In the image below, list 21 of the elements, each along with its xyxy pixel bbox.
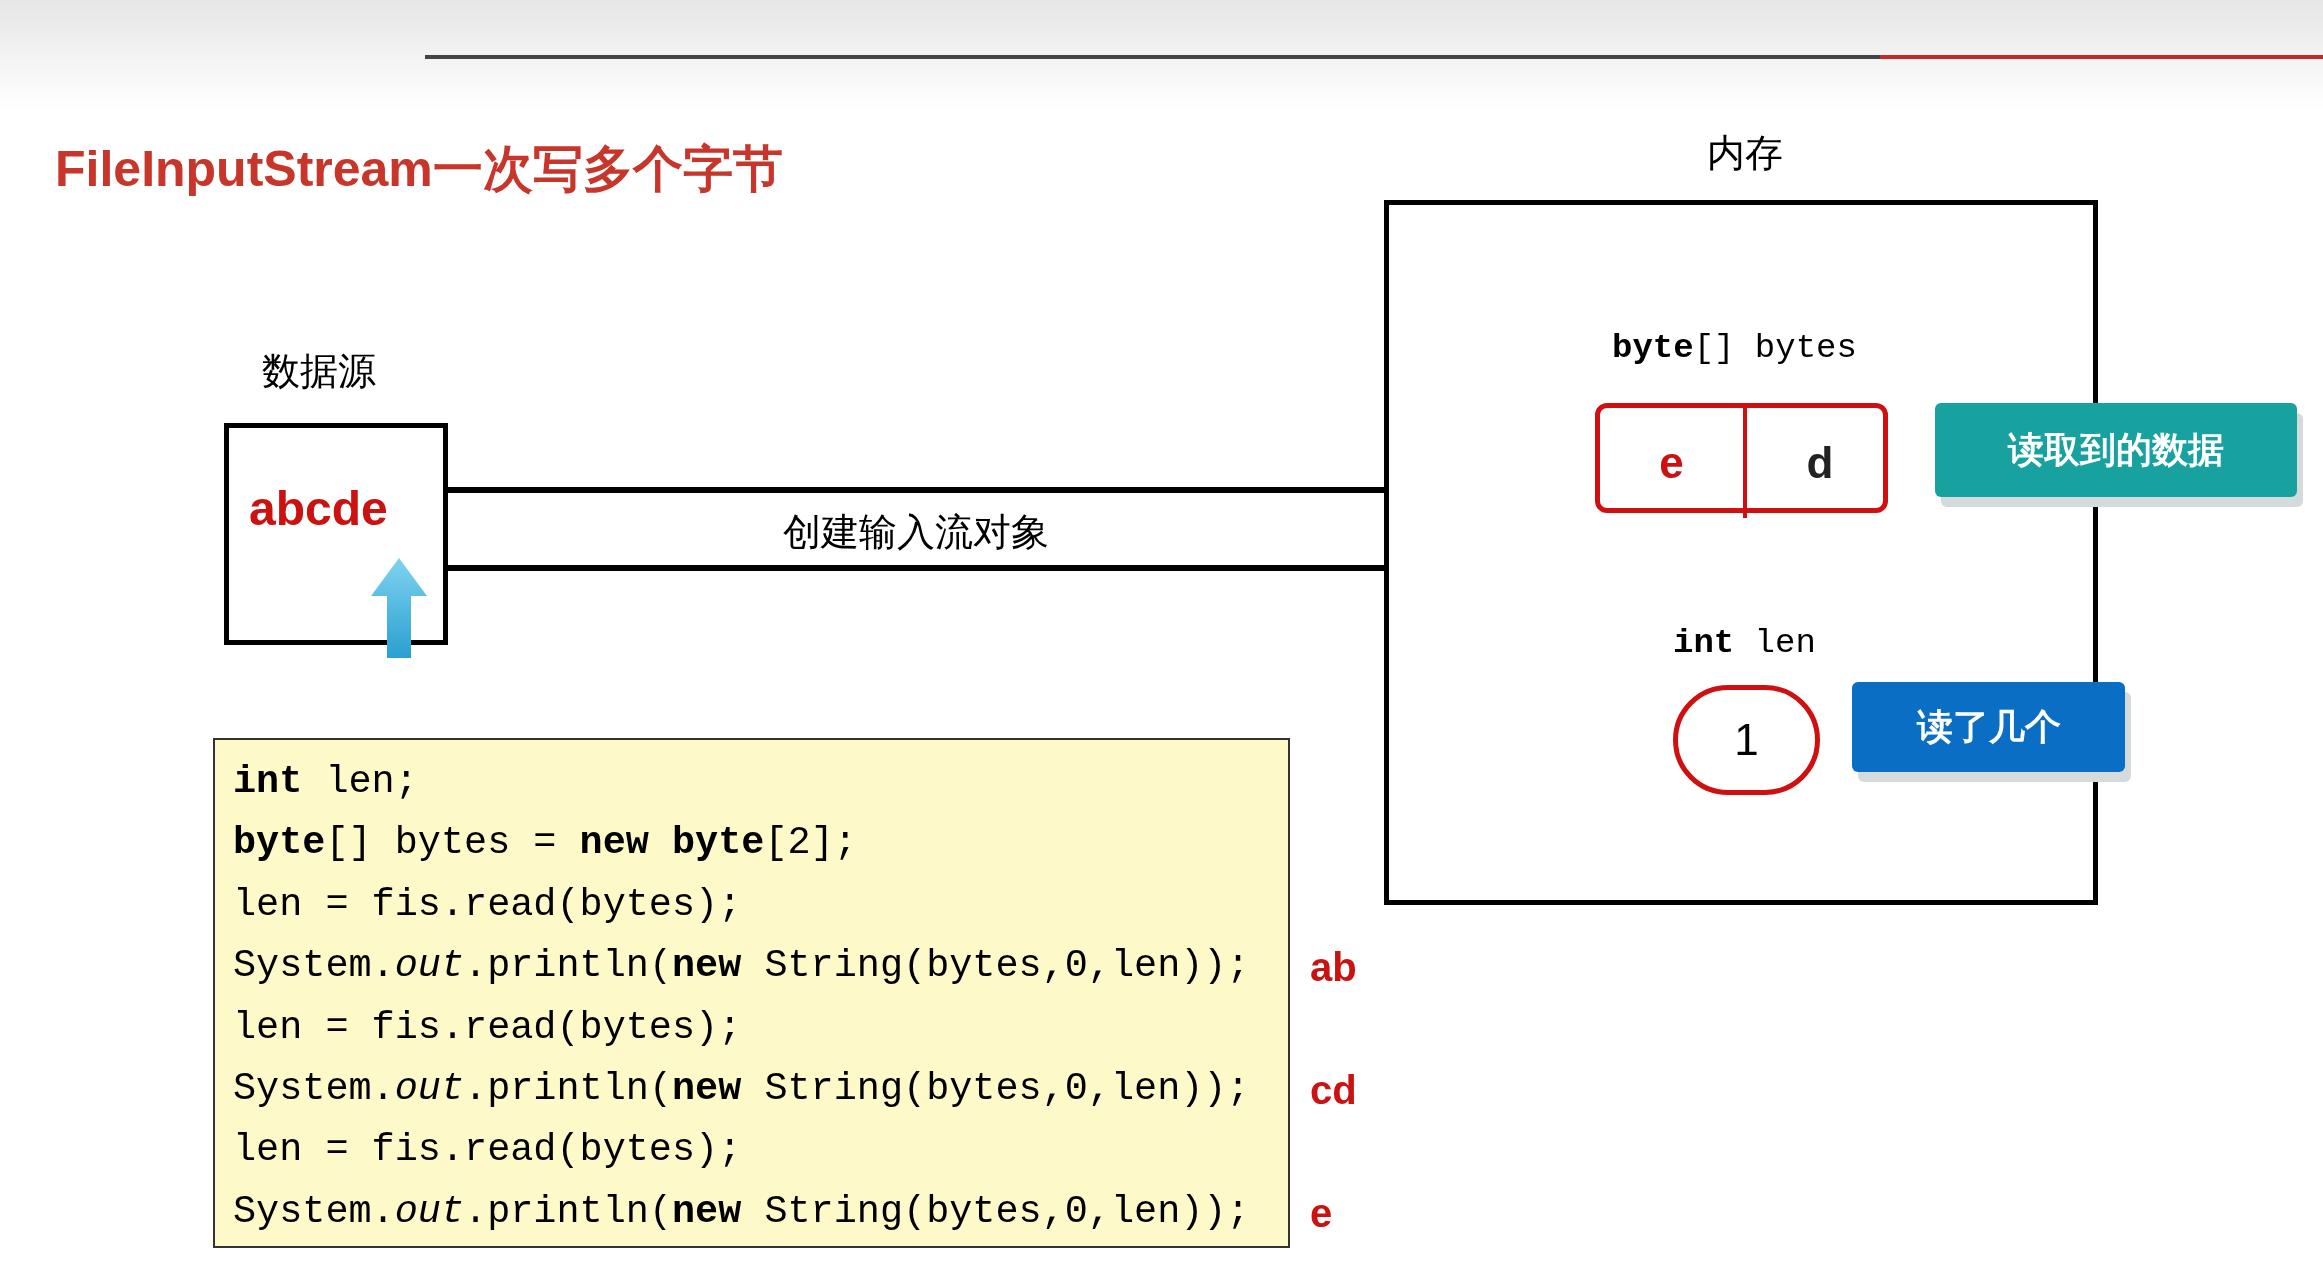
code-panel xyxy=(213,738,1290,1248)
output-text: cd xyxy=(1310,1067,1357,1114)
node-heading: 内存 xyxy=(1707,131,1783,176)
code-line: System.out.println(new String(bytes,0,len)); xyxy=(233,1066,1250,1114)
code-line: byte[] bytes = new byte[2]; xyxy=(233,820,858,868)
code-line: len = fis.read(bytes); xyxy=(233,1004,743,1052)
cell-value: d xyxy=(1806,437,1834,489)
output-text: ab xyxy=(1310,944,1357,991)
code-line: len = fis.read(bytes); xyxy=(233,1127,743,1175)
code-line: len = fis.read(bytes); xyxy=(233,881,743,929)
code-line: int len; xyxy=(233,759,419,806)
cell-value: 1 xyxy=(1734,714,1759,766)
variable-declaration: byte[] bytes xyxy=(1612,328,1857,369)
variable-declaration: int len xyxy=(1673,623,1816,664)
code-line: System.out.println(new String(bytes,0,len)); xyxy=(233,943,1250,991)
cell-value: e xyxy=(1659,437,1684,489)
source-content: abcde xyxy=(249,481,388,537)
slide-title: FileInputStream一次写多个字节 xyxy=(55,140,783,199)
output-text: e xyxy=(1310,1190,1333,1237)
node-heading: 数据源 xyxy=(262,349,376,394)
code-line: System.out.println(new String(bytes,0,len)); xyxy=(233,1188,1250,1236)
